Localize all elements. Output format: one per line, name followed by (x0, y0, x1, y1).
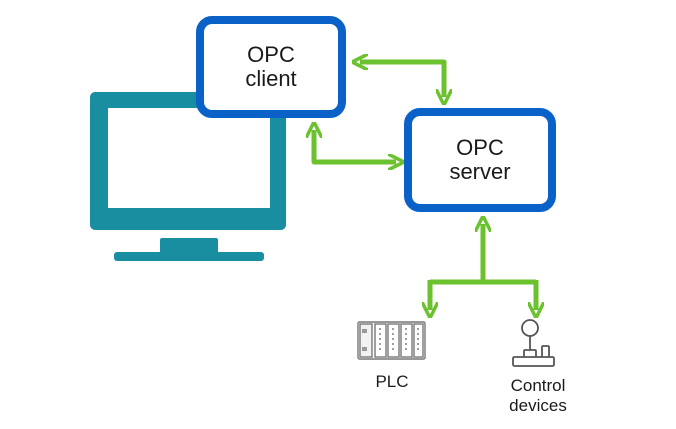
plc-rack-icon (357, 321, 426, 360)
opc-server-box (404, 108, 556, 212)
opc-client-line1: OPC (247, 42, 295, 67)
bidirectional-arrow-icon (314, 130, 396, 162)
control-devices-line2: devices (509, 396, 567, 415)
opc-client-box (196, 16, 346, 118)
server-to-devices-arrows (430, 224, 536, 310)
opc-client-label: OPC client (204, 24, 338, 110)
computer-monitor-icon (90, 92, 286, 261)
control-devices-line1: Control (510, 376, 566, 395)
joystick-icon (512, 319, 555, 367)
plc-label: PLC (375, 372, 409, 391)
control-devices-label: Control devices (494, 376, 582, 416)
opc-server-line2: server (449, 159, 511, 184)
opc-server-line1: OPC (456, 135, 504, 160)
opc-client-line2: client (245, 66, 297, 91)
opc-server-label: OPC server (412, 116, 548, 204)
bidirectional-arrow-icon (360, 62, 444, 97)
